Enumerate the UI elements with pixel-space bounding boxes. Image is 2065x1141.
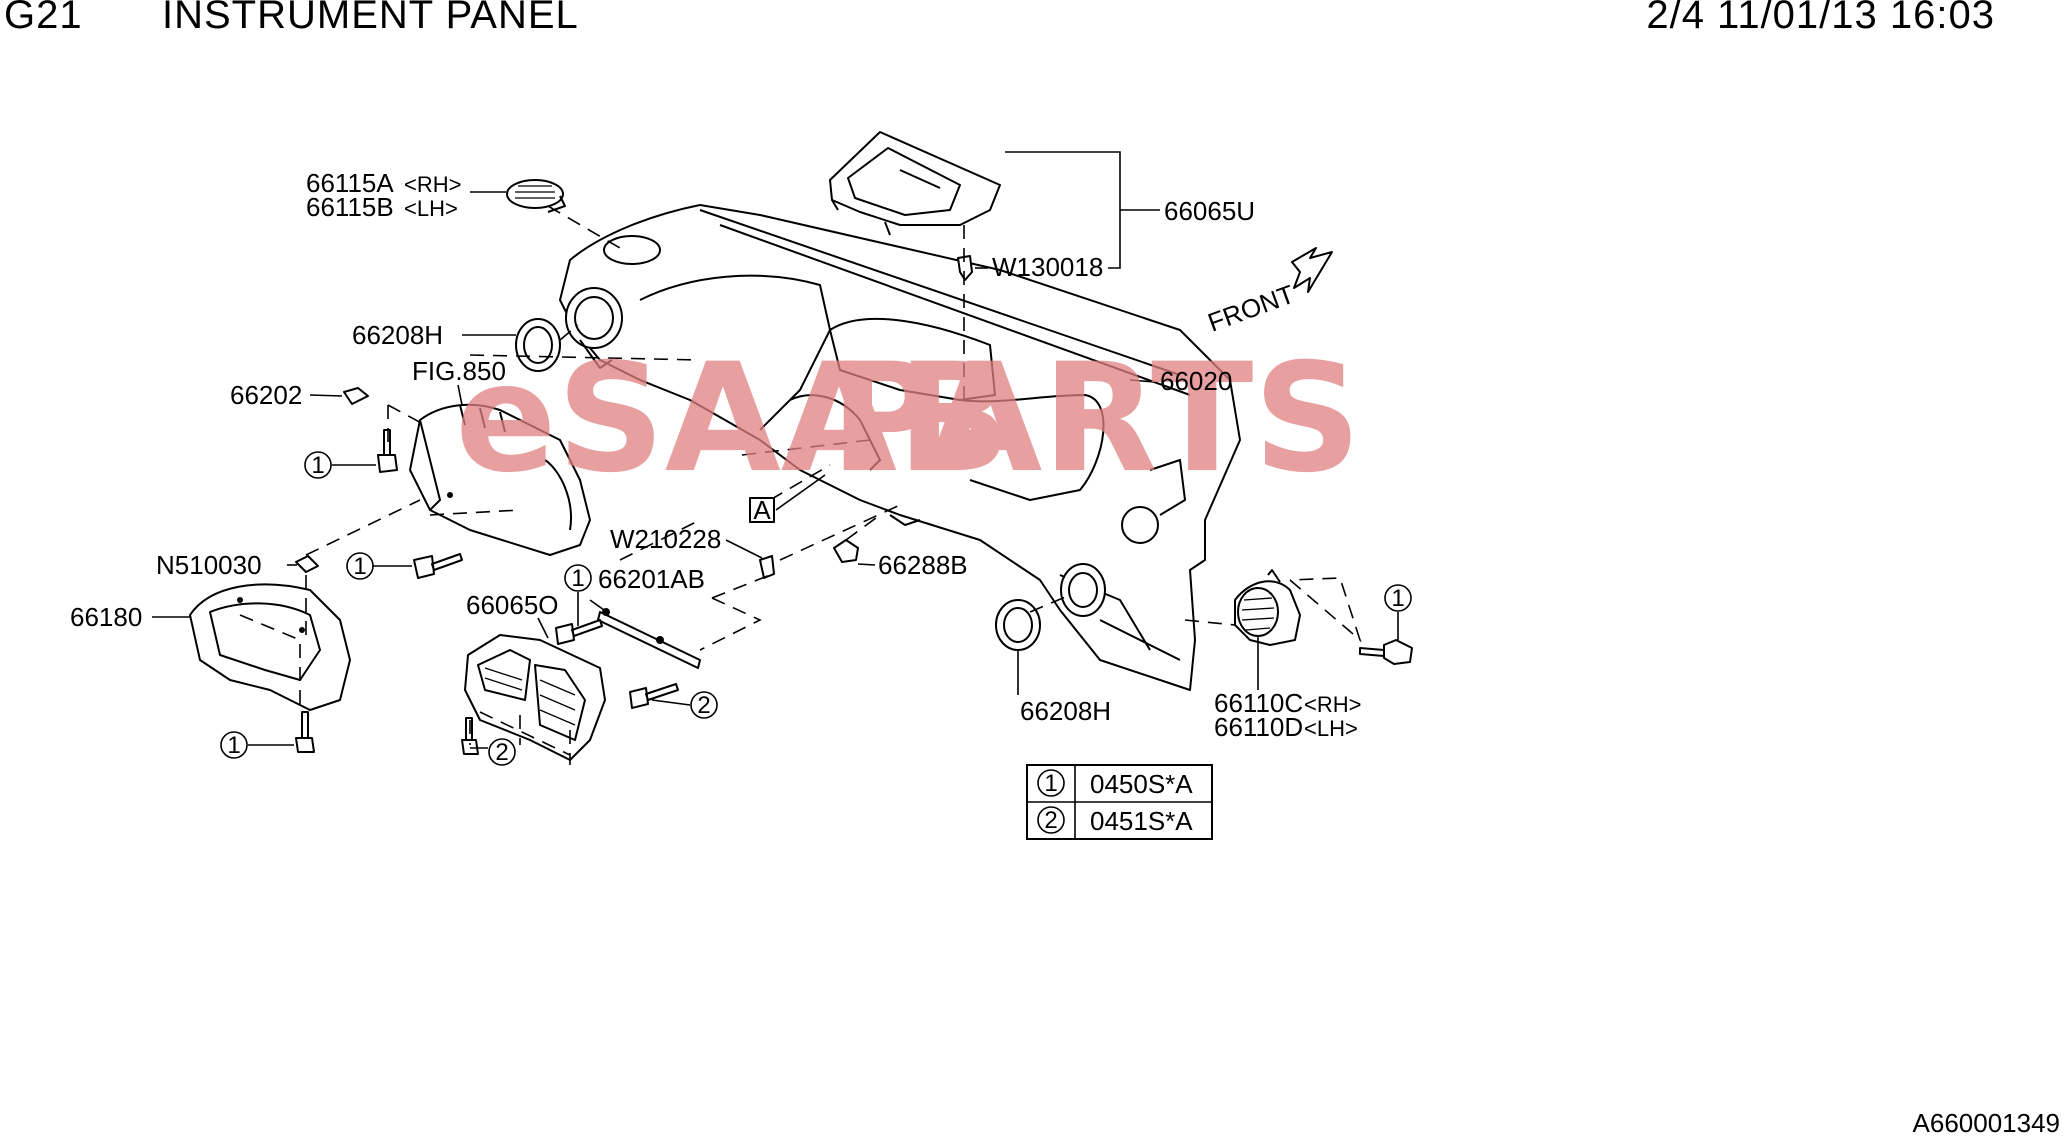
clip-66202	[343, 387, 369, 405]
legend-key-1: 1	[1044, 770, 1057, 797]
label-66110d-side: <LH>	[1304, 716, 1358, 741]
label-66110d: 66110D	[1214, 712, 1303, 742]
label-n510030: N510030	[156, 550, 262, 580]
leader-lines	[152, 151, 1399, 749]
bracket-66201ab	[597, 608, 701, 669]
assembly-lines	[239, 205, 1362, 765]
svg-text:1: 1	[227, 732, 240, 759]
side-vent-66110	[1234, 569, 1301, 646]
instrument-panel-66020	[559, 204, 1241, 691]
callout-1-meter-bottom: 1	[346, 552, 374, 580]
svg-text:1: 1	[353, 553, 366, 580]
watermark: eSAAB PARTS	[455, 332, 1361, 506]
screw-1-meter-bottom	[413, 553, 463, 579]
label-66020: 66020	[1160, 366, 1232, 396]
trim-ring-66208h-upper	[515, 318, 561, 372]
trim-ring-66208h-lower	[995, 599, 1041, 651]
svg-text:2: 2	[495, 739, 508, 766]
svg-text:2: 2	[697, 692, 710, 719]
glovebox-lid-66065u	[829, 131, 1001, 236]
label-66115a-side: <RH>	[404, 172, 461, 197]
clip-66288b	[833, 539, 859, 563]
label-w130018: W130018	[992, 252, 1103, 282]
page-title: INSTRUMENT PANEL	[162, 0, 579, 37]
clip-w210228	[759, 555, 775, 579]
legend-part-2: 0451S*A	[1090, 806, 1193, 836]
label-66065u: 66065U	[1164, 196, 1255, 226]
front-label: FRONT	[1204, 279, 1299, 338]
label-66115b: 66115B	[306, 192, 394, 222]
svg-text:1: 1	[571, 565, 584, 592]
callout-2-vent: 2	[488, 738, 516, 766]
legend-part-1: 0450S*A	[1090, 769, 1193, 799]
combination-meter	[409, 403, 591, 556]
label-66208h-lower: 66208H	[1020, 696, 1111, 726]
screw-1-hood	[295, 711, 315, 753]
front-arrow: FRONT	[1204, 247, 1333, 338]
label-66115a: 66115A	[306, 168, 394, 198]
svg-text:1: 1	[1391, 585, 1404, 612]
ref-a-box	[749, 497, 775, 523]
label-66180: 66180	[70, 602, 142, 632]
callout-2-bracket: 2	[690, 691, 718, 719]
fastener-legend-table: 1 0450S*A 2 0451S*A	[1026, 764, 1213, 840]
screw-1-side-vent	[1359, 639, 1413, 665]
meter-hood-66180	[189, 583, 351, 711]
label-66201ab: 66201AB	[598, 564, 705, 594]
label-fig850: FIG.850	[412, 356, 506, 386]
callout-1-side-vent: 1	[1384, 584, 1412, 612]
vent-grille-66115	[506, 179, 566, 213]
callout-1-vent: 1	[564, 564, 592, 592]
callout-1-meter-top: 1	[304, 451, 332, 479]
svg-text:1: 1	[311, 452, 324, 479]
watermark-text-b: PARTS	[830, 332, 1361, 506]
screw-2-bracket	[629, 683, 679, 709]
legend-key-2: 2	[1044, 807, 1057, 834]
label-66288b: 66288B	[878, 550, 968, 580]
screw-2-vent	[461, 717, 479, 755]
center-vent-66065o	[464, 634, 606, 761]
label-66202: 66202	[230, 380, 302, 410]
label-66115b-side: <LH>	[404, 196, 458, 221]
watermark-text-a: eSAAB	[455, 332, 1011, 506]
page-info: 2/4 11/01/13 16:03	[1646, 0, 1995, 37]
drawing-id: A660001349	[1913, 1108, 2060, 1138]
screw-1-vent	[555, 619, 603, 645]
ref-a-label: A	[753, 495, 771, 525]
label-66110c: 66110C	[1214, 688, 1303, 718]
nut-n510030	[295, 555, 319, 573]
label-66208h-upper: 66208H	[352, 320, 443, 350]
group-code: G21	[4, 0, 83, 37]
clip-w130018	[957, 255, 973, 281]
label-66110c-side: <RH>	[1304, 692, 1361, 717]
label-w210228: W210228	[610, 524, 721, 554]
callout-1-hood: 1	[220, 731, 248, 759]
label-66065o: 66065O	[466, 590, 559, 620]
